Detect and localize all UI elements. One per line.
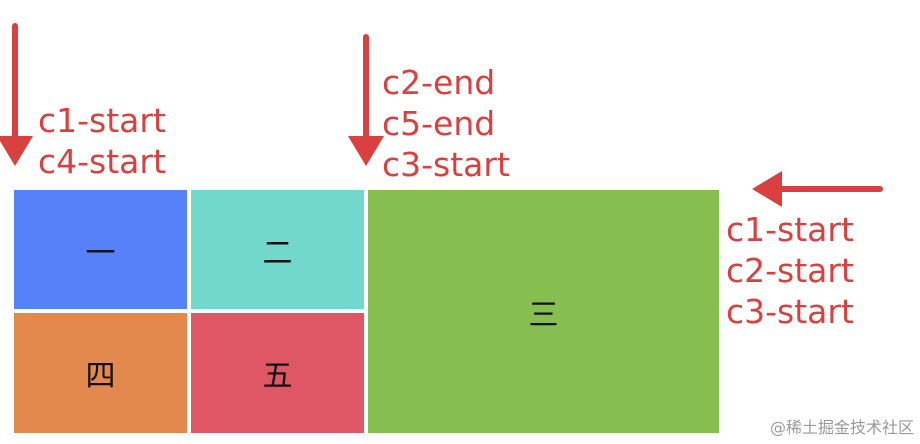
grid-cell-one: 一: [14, 190, 187, 309]
left-line-labels: c1-start c4-start: [38, 100, 166, 182]
line-name-label: c2-end: [382, 63, 496, 102]
line-name-label: c3-start: [726, 292, 854, 331]
grid-cell-label: 二: [262, 235, 293, 271]
grid-cell-label: 四: [85, 359, 116, 394]
grid-cell-four: 四: [14, 313, 187, 433]
line-name-label: c3-start: [382, 145, 510, 184]
grid-cell-label: 一: [85, 235, 116, 271]
line-name-label: c4-start: [38, 142, 166, 181]
line-name-label: c5-end: [382, 104, 496, 143]
line-name-label: c1-start: [38, 101, 166, 140]
grid-cell-label: 五: [262, 359, 293, 394]
line-name-label: c1-start: [726, 210, 854, 249]
grid-cell-three: 三: [368, 190, 719, 433]
grid-cell-label: 三: [528, 297, 559, 333]
right-line-labels: c1-start c2-start c3-start: [726, 209, 854, 332]
grid-cell-five: 五: [191, 313, 364, 433]
line-name-label: c2-start: [726, 251, 854, 290]
middle-line-labels: c2-end c5-end c3-start: [382, 62, 510, 185]
watermark: @稀土掘金技术社区: [769, 418, 914, 437]
grid-cell-two: 二: [191, 190, 364, 309]
